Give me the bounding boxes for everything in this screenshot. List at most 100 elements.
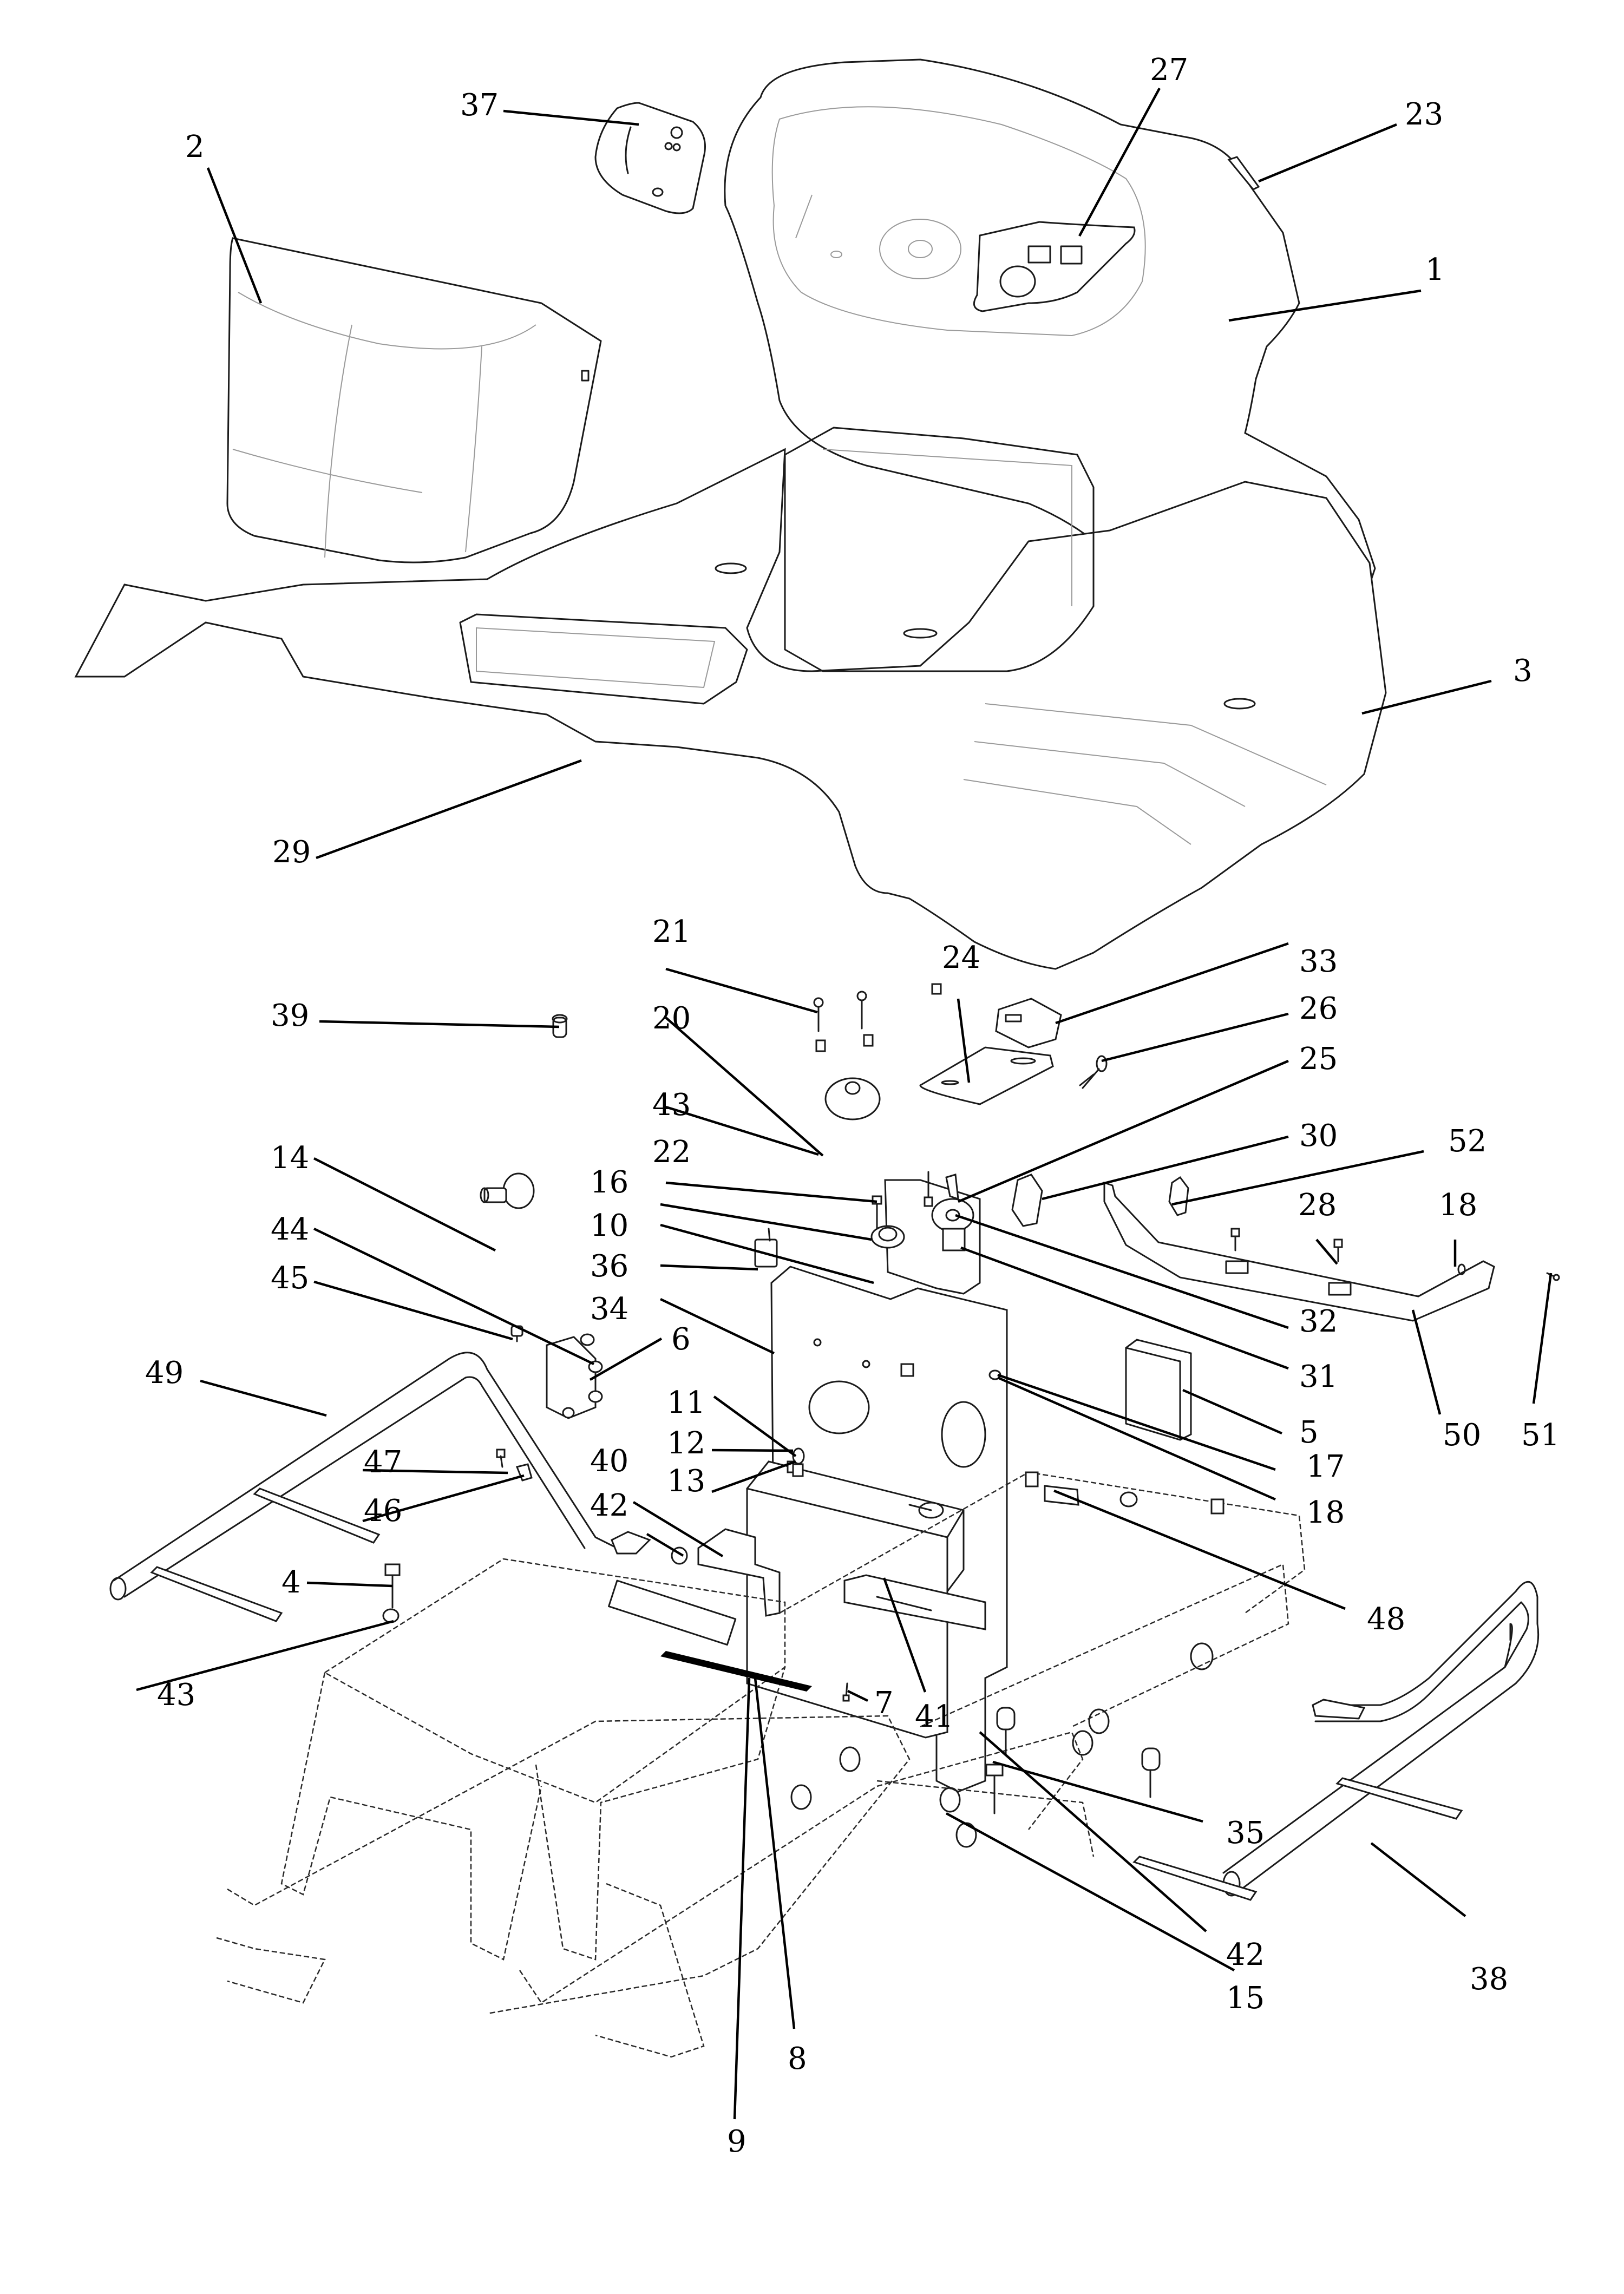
leader-44: [313, 1227, 594, 1366]
leader-16: [660, 1203, 872, 1241]
leader-46: [362, 1474, 525, 1523]
leader-45: [313, 1280, 513, 1341]
leader-36: [660, 1264, 758, 1271]
leader-47: [362, 1469, 508, 1474]
leader-30: [1042, 1135, 1289, 1201]
part-rocker-switch: [1011, 1174, 1043, 1227]
leader-48: [1053, 1489, 1346, 1610]
part-solenoid: [546, 1333, 603, 1419]
leader-3: [1361, 679, 1492, 715]
leader-21: [665, 967, 818, 1014]
part-switch-bracket-long: [1103, 1181, 1495, 1322]
leader-35: [992, 1760, 1203, 1823]
callout-13: 13: [667, 1464, 705, 1499]
leader-12: [711, 1449, 794, 1452]
part-hairpin-clip: [1079, 1055, 1108, 1089]
part-plate: [919, 1046, 1054, 1105]
callout-28: 28: [1298, 1188, 1337, 1223]
callout-1: 1: [1425, 252, 1445, 287]
part-control-module: [1125, 1339, 1192, 1441]
part-knob: [480, 1172, 535, 1209]
leader-22: [665, 1181, 878, 1203]
callout-25: 25: [1299, 1041, 1338, 1077]
leader-9: [733, 1677, 751, 2120]
leader-39: [319, 1020, 560, 1028]
part-step-bar-left: [109, 1352, 651, 1601]
leader-8: [754, 1677, 796, 2029]
callout-44: 44: [271, 1212, 309, 1247]
part-nut: [931, 983, 942, 995]
leader-18a: [997, 1376, 1276, 1501]
part-footrest-brackets: [150, 1487, 381, 1622]
leader-25: [958, 1059, 1289, 1203]
callout-14: 14: [271, 1141, 309, 1176]
callout-34: 34: [590, 1292, 628, 1327]
callout-17: 17: [1306, 1449, 1345, 1484]
callout-37: 37: [460, 88, 499, 123]
callout-7: 7: [874, 1686, 894, 1721]
leader-13: [711, 1460, 796, 1493]
part-grommets: [988, 1369, 1224, 1515]
leader-26: [1101, 1012, 1289, 1063]
part-mounting-disc: [813, 991, 881, 1120]
leader-33: [1055, 942, 1289, 1025]
callout-30: 30: [1299, 1118, 1338, 1153]
leader-40: [632, 1501, 724, 1557]
part-washer-18: [1457, 1263, 1466, 1275]
part-front-cover: [226, 237, 602, 563]
leader-52: [1171, 1150, 1424, 1206]
leader-28: [1315, 1238, 1338, 1265]
callout-36: 36: [590, 1249, 628, 1284]
leader-7: [847, 1689, 868, 1702]
leader-14: [313, 1157, 496, 1252]
leader-20: [665, 1017, 824, 1157]
callout-labels: 1 2 3 4 5 6 7 8 9 10 11 12 13 14 15 16 1…: [145, 53, 1560, 2159]
leader-24: [957, 998, 971, 1083]
callout-29: 29: [272, 835, 311, 870]
leader-37: [503, 109, 639, 126]
callout-16: 16: [590, 1165, 628, 1200]
part-relay-box: [995, 998, 1062, 1048]
leader-42b: [979, 1731, 1207, 1932]
part-pin-7: [842, 1682, 850, 1702]
callout-32: 32: [1299, 1304, 1338, 1339]
callout-4: 4: [281, 1565, 301, 1600]
leader-lines: [136, 87, 1553, 2120]
callout-11: 11: [667, 1385, 705, 1420]
part-battery-clamp: [697, 1528, 781, 1617]
part-screw-28: [1230, 1228, 1343, 1262]
callout-50: 50: [1443, 1418, 1481, 1453]
leader-43b: [136, 1620, 394, 1692]
leader-49: [200, 1379, 327, 1417]
part-bolt-47: [496, 1449, 533, 1482]
leader-4: [306, 1581, 393, 1588]
part-dash-panel-insert: [973, 221, 1136, 312]
leader-11: [713, 1395, 797, 1457]
part-step-bar-right: [1132, 1581, 1540, 1901]
callout-27: 27: [1150, 53, 1188, 88]
leader-43a: [665, 1105, 819, 1156]
callout-46: 46: [364, 1493, 402, 1529]
callout-49: 49: [145, 1355, 184, 1391]
callout-18a: 18: [1306, 1495, 1345, 1530]
part-bushing: [870, 1225, 905, 1249]
leader-32: [955, 1214, 1289, 1329]
callout-15: 15: [1226, 1981, 1265, 2016]
callout-43b: 43: [157, 1677, 195, 1713]
leader-31: [960, 1246, 1289, 1370]
part-connector: [754, 1228, 778, 1268]
callout-41: 41: [915, 1699, 953, 1734]
callout-20: 20: [652, 1001, 691, 1036]
callout-18b: 18: [1439, 1188, 1477, 1223]
callout-21: 21: [652, 914, 691, 949]
callout-2: 2: [185, 129, 205, 165]
callout-48: 48: [1367, 1602, 1405, 1637]
callout-35: 35: [1226, 1815, 1265, 1851]
leader-29: [316, 759, 582, 860]
callout-3: 3: [1513, 653, 1533, 689]
leader-23: [1258, 123, 1397, 183]
part-clip: [1227, 156, 1260, 191]
leader-10: [660, 1223, 874, 1284]
leader-42a: [646, 1533, 684, 1557]
